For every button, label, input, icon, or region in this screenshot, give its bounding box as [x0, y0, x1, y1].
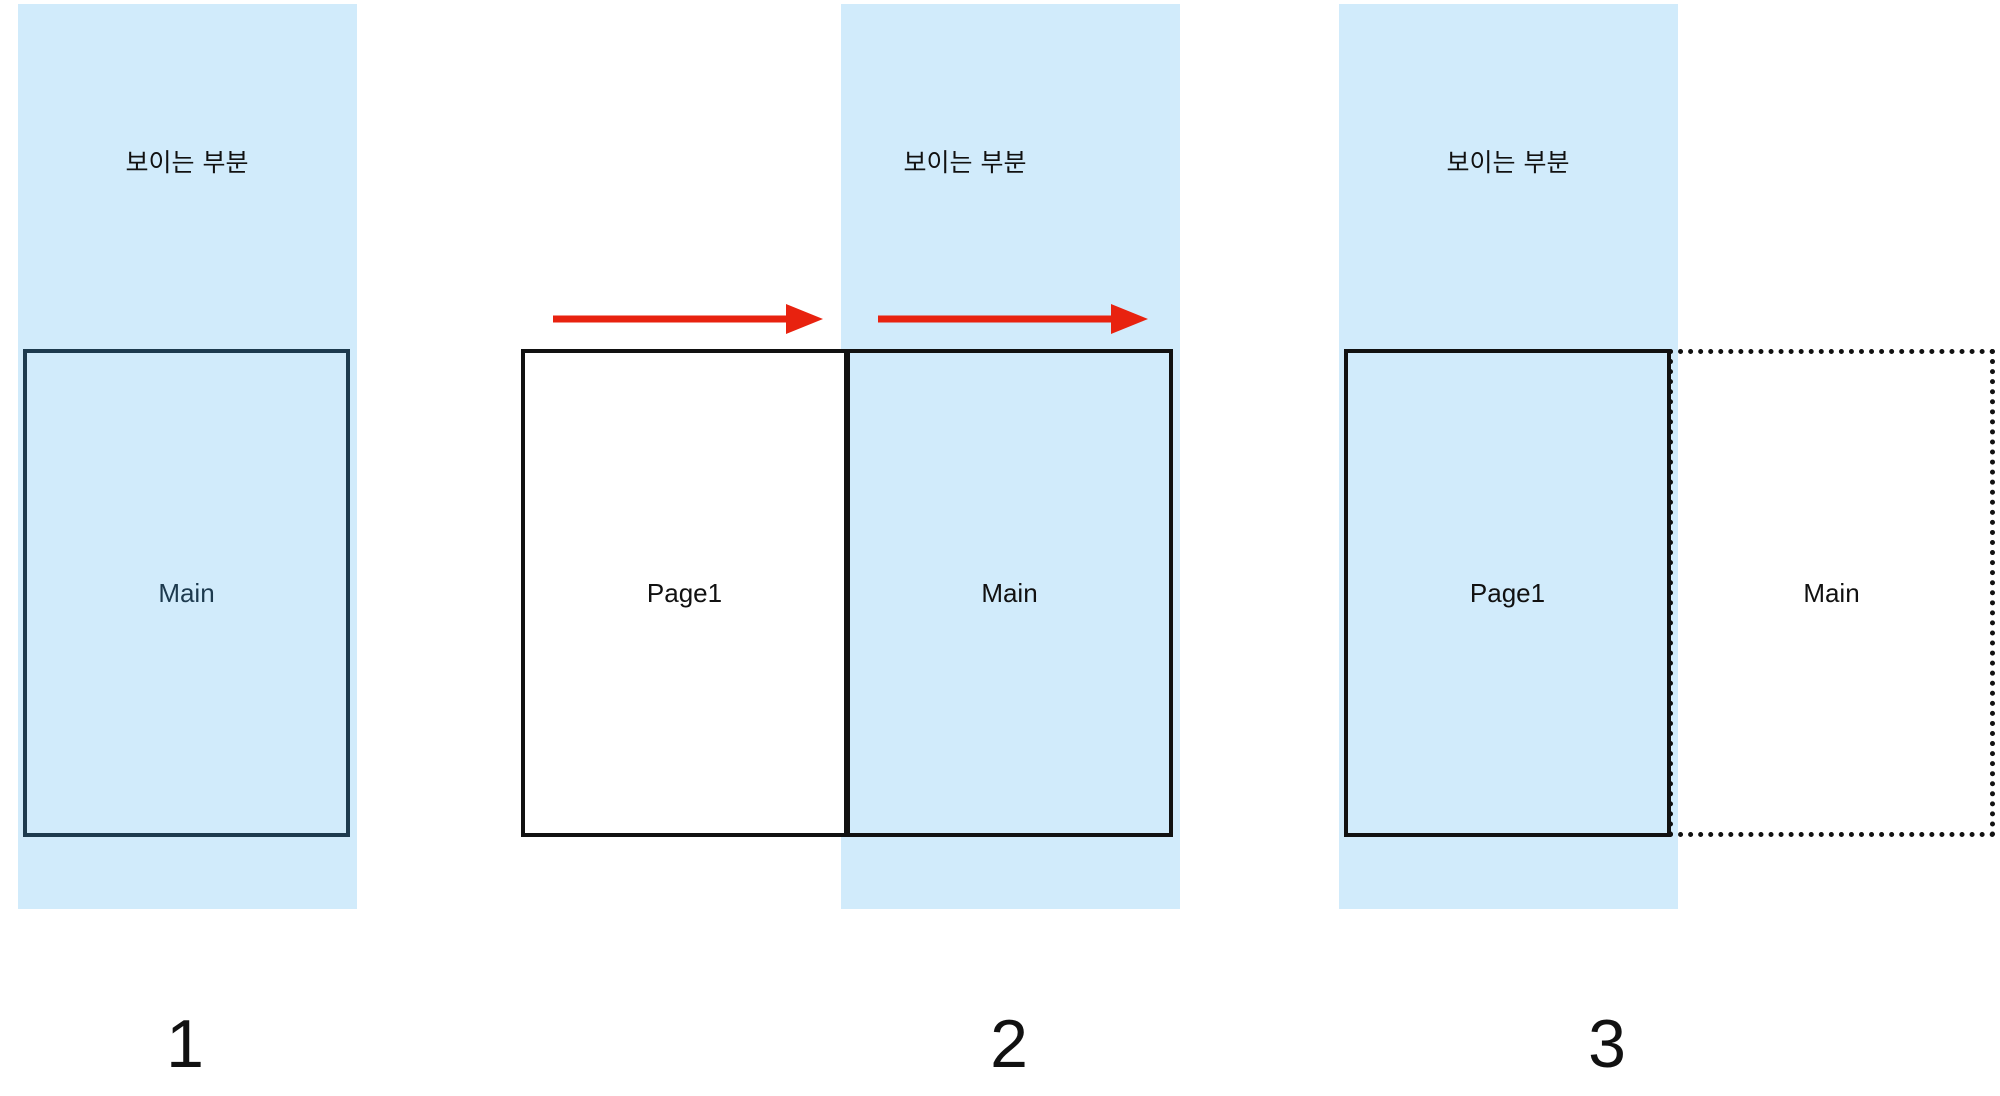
right-arrow-icon — [553, 304, 823, 334]
step-number-2: 2 — [990, 1006, 1028, 1082]
main-box-label-1: Main — [158, 577, 215, 608]
page1-box-2: Page1 — [521, 349, 848, 837]
step-number-3: 3 — [1588, 1006, 1626, 1082]
page1-box-label-3: Page1 — [1469, 577, 1546, 608]
right-arrow-icon — [878, 304, 1148, 334]
main-box-1: Main — [23, 349, 350, 837]
main-box-2: Main — [846, 349, 1173, 837]
visible-area-label-2: 보이는 부분 — [903, 148, 1027, 177]
main-box-label-3: Main — [1803, 577, 1860, 608]
main-box-label-2: Main — [981, 577, 1038, 608]
visible-area-label-1: 보이는 부분 — [125, 148, 249, 177]
step-number-1: 1 — [166, 1006, 204, 1082]
visible-area-label-3: 보이는 부분 — [1446, 148, 1570, 177]
page1-box-label-2: Page1 — [646, 577, 723, 608]
page1-box-3: Page1 — [1344, 349, 1671, 837]
main-box-3: Main — [1668, 349, 1995, 837]
